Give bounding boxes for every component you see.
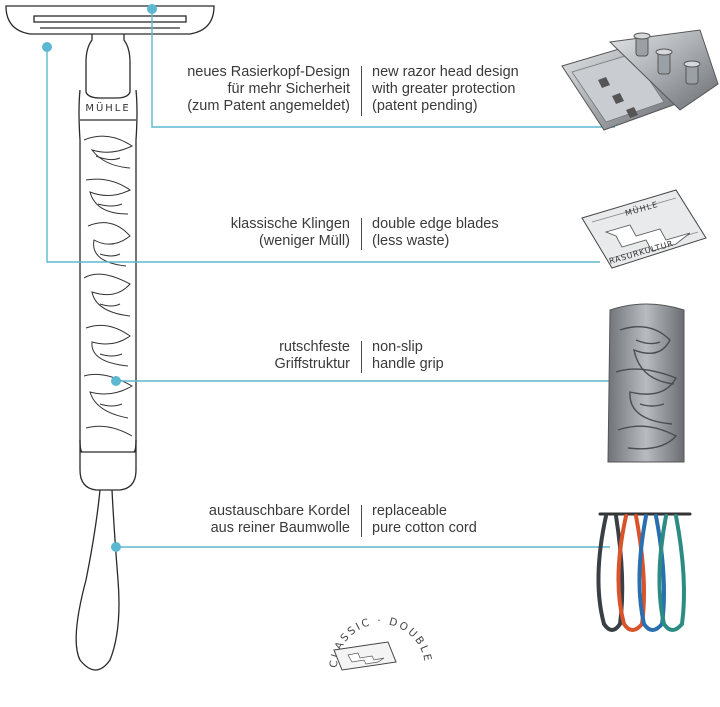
divider [361, 505, 362, 537]
feature-cord-en-line: pure cotton cord [372, 520, 477, 536]
callout-dots [42, 4, 157, 552]
feature-grip-de-line: rutschfeste [279, 339, 350, 355]
feature-blade-de-line: (weniger Müll) [258, 233, 350, 249]
handle-logo: MÜHLE [85, 101, 130, 114]
feature-grip-en-line: non-slip [372, 339, 423, 355]
razor-head-parts-icon [561, 29, 719, 131]
feature-cord-en: replaceable pure cotton cord [372, 503, 572, 537]
handle-texture-icon [607, 303, 685, 463]
feature-head-en: new razor head design with greater prote… [372, 64, 572, 115]
feature-head-de: neues Rasierkopf-Design für mehr Sicherh… [110, 64, 350, 115]
feature-blade-de: klassische Klingen (weniger Müll) [110, 216, 350, 250]
feature-blade-en-line: double edge blades [372, 216, 499, 232]
feature-head-de-line: für mehr Sicherheit [227, 81, 351, 97]
callout-dot-cord [111, 542, 121, 552]
callout-dot-head [147, 4, 157, 14]
feature-blade-en-line: (less waste) [372, 233, 450, 249]
razor-outline [5, 5, 215, 671]
callout-line-head [151, 9, 615, 128]
feature-head-en-line: (patent pending) [372, 98, 478, 114]
feature-head-de-line: neues Rasierkopf-Design [187, 64, 350, 80]
feature-grip-en: non-slip handle grip [372, 339, 572, 373]
divider [361, 218, 362, 250]
cotton-cords-icon [596, 512, 692, 632]
callout-dot-blade [42, 42, 52, 52]
callout-line-blade [46, 47, 600, 263]
feature-grip-de: rutschfeste Griffstruktur [110, 339, 350, 373]
feature-head-en-line: with greater protection [372, 81, 516, 97]
feature-cord-de: austauschbare Kordel aus reiner Baumwoll… [110, 503, 350, 537]
feature-blade-en: double edge blades (less waste) [372, 216, 572, 250]
divider [361, 66, 362, 116]
razor-blade-icon: MÜHLE RASURKULTUR [581, 189, 707, 269]
grip-pattern [83, 135, 133, 437]
feature-head-de-line: (zum Patent angemeldet) [187, 98, 350, 114]
feature-grip-de-line: Griffstruktur [274, 356, 350, 372]
divider [361, 341, 362, 373]
feature-cord-en-line: replaceable [372, 503, 447, 519]
callout-dot-grip [111, 376, 121, 386]
callout-lines [46, 9, 615, 548]
feature-blade-de-line: klassische Klingen [230, 216, 350, 232]
feature-grip-en-line: handle grip [372, 356, 444, 372]
feature-cord-de-line: aus reiner Baumwolle [210, 520, 350, 536]
feature-head-en-line: new razor head design [372, 64, 519, 80]
feature-cord-de-line: austauschbare Kordel [208, 503, 350, 519]
